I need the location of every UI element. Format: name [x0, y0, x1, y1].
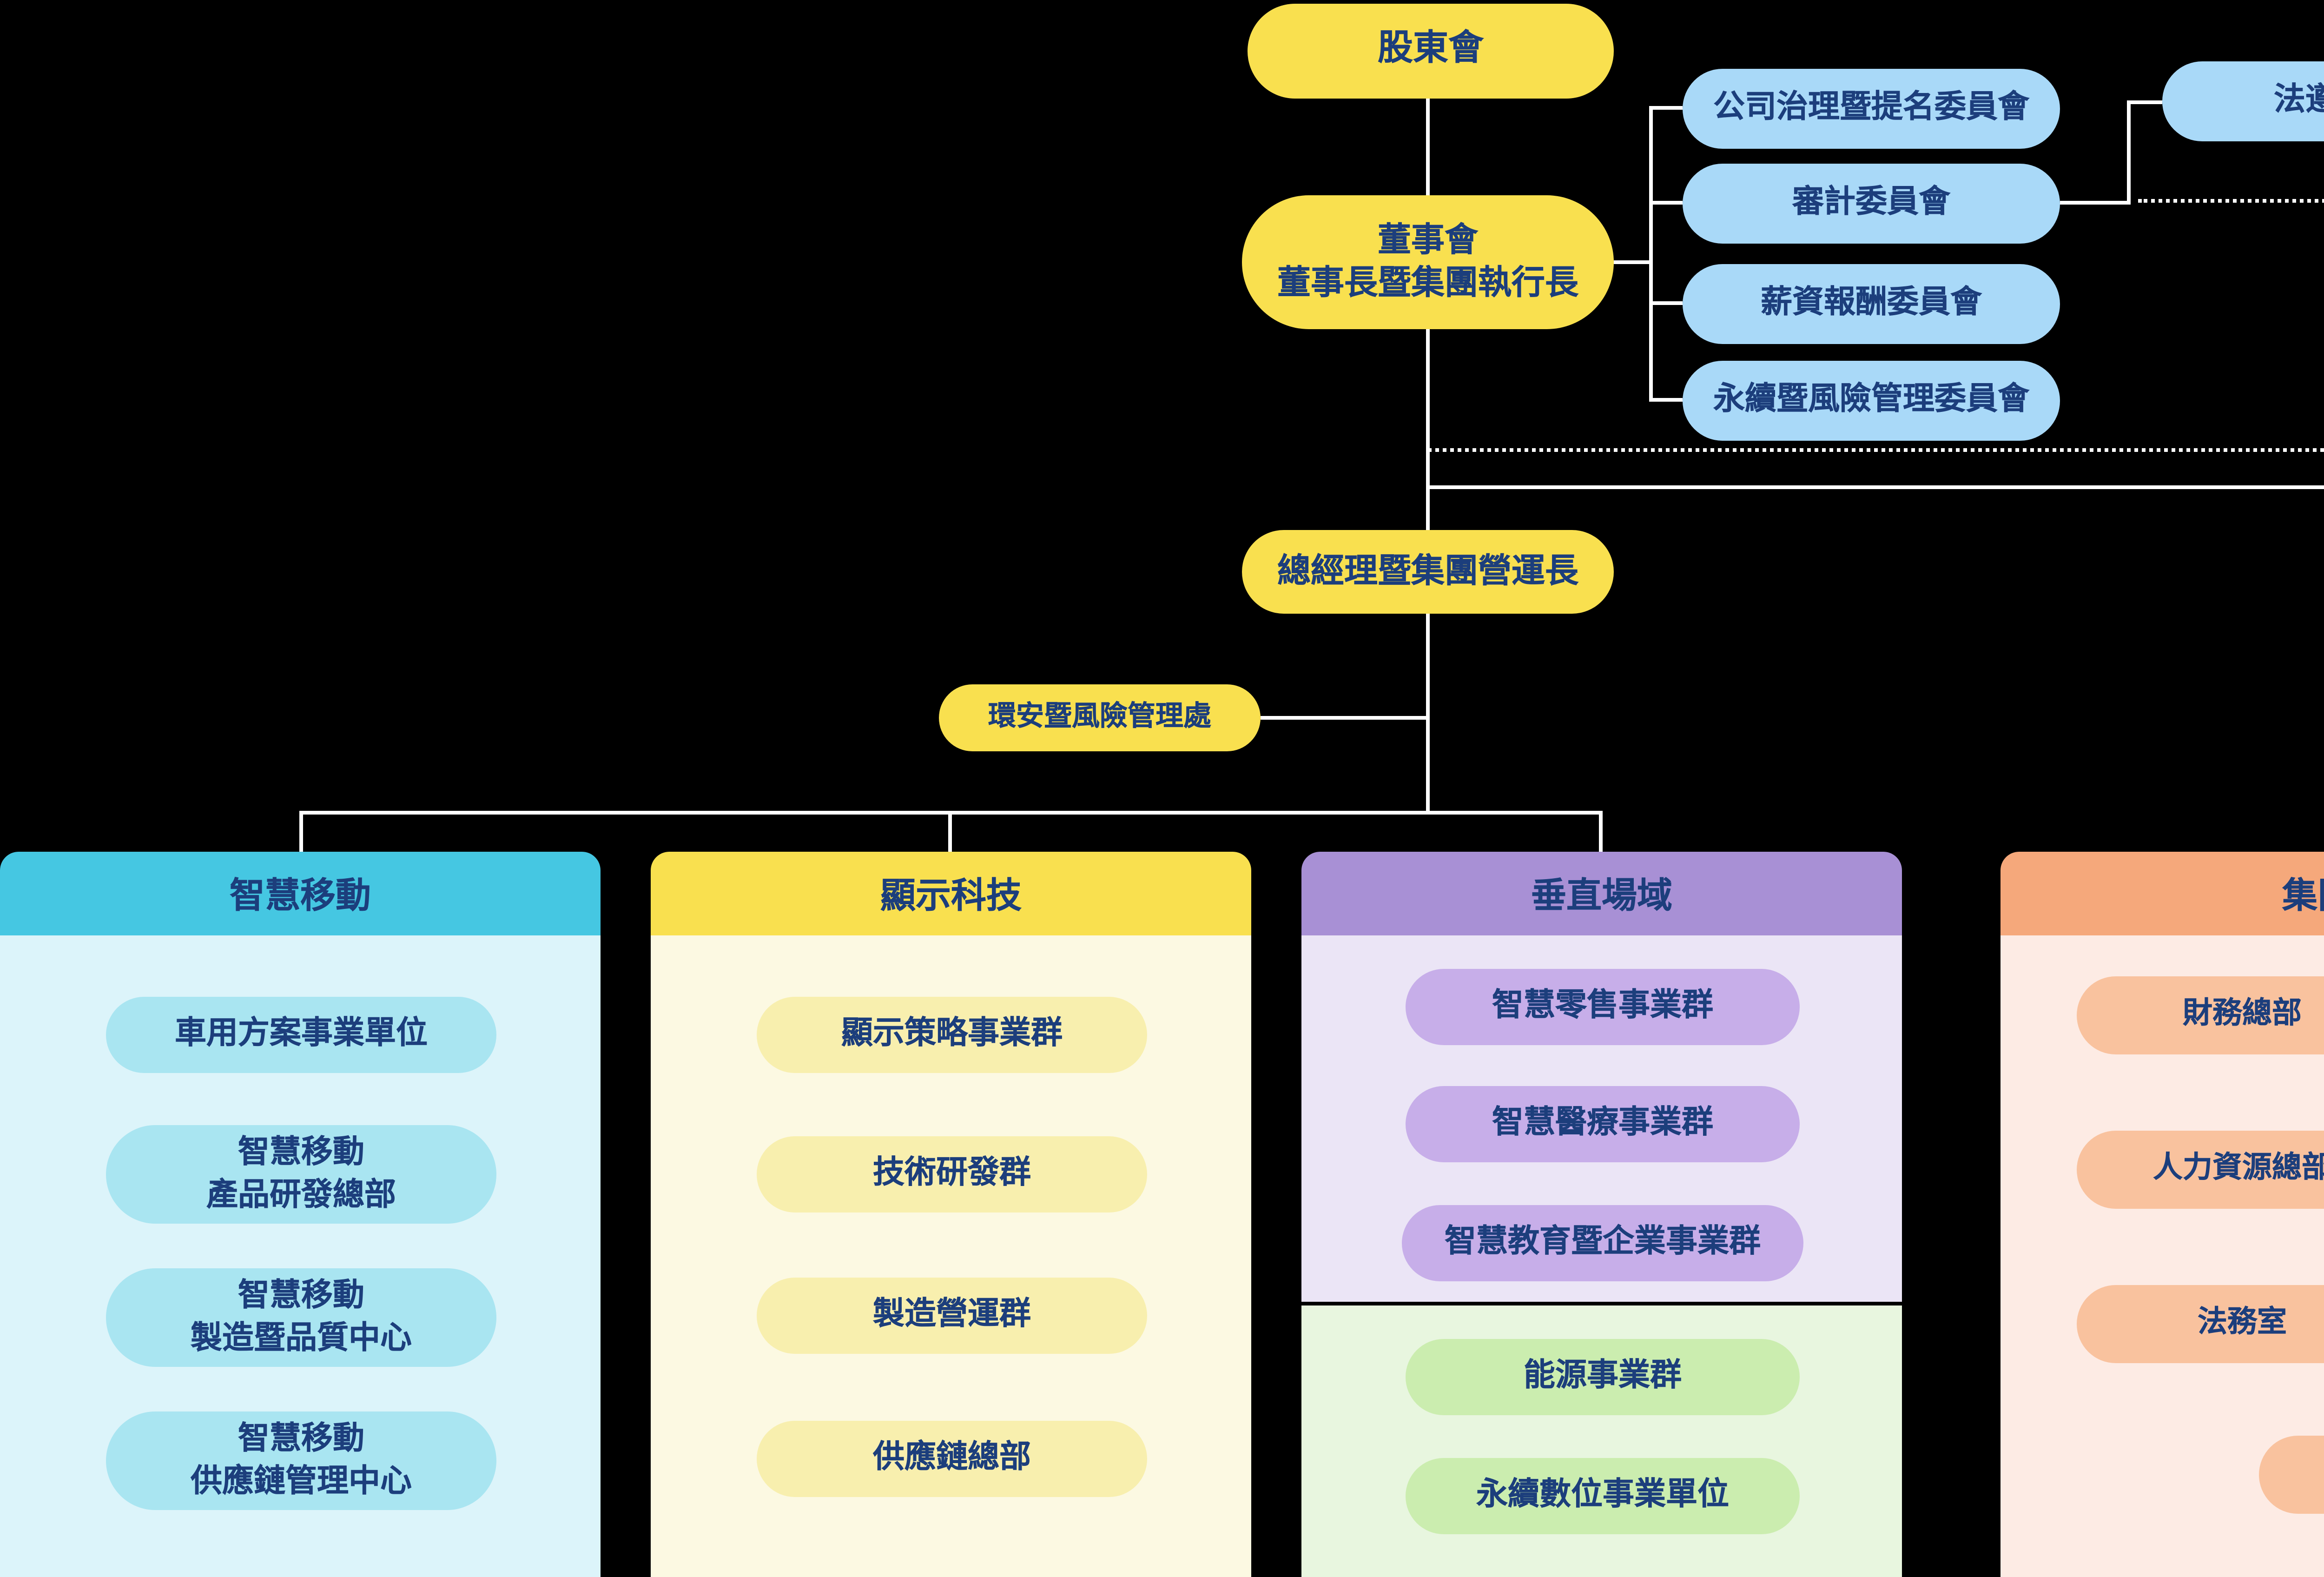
connector-drop-display: [948, 813, 952, 852]
connector-committee-spine: [1649, 106, 1653, 402]
connector-audit-elbow-v: [2127, 100, 2131, 205]
unit-smart-retail-bg: 智慧零售事業群: [1406, 969, 1800, 1045]
unit-manufacturing-operations-group: 製造營運群: [757, 1278, 1147, 1354]
connector-president-down: [1426, 614, 1430, 813]
unit-mobility-product-rd-line2: 產品研發總部: [206, 1176, 396, 1212]
unit-supply-chain-hq: 供應鏈總部: [757, 1421, 1147, 1497]
node-chief-compliance-counsel: 法遵總顧問: [2162, 61, 2324, 141]
unit-sustainable-digital-bu: 永續數位事業單位: [1406, 1458, 1800, 1534]
unit-audit-office: 稽核管理處: [2259, 1436, 2324, 1514]
unit-mobility-supply-chain-line1: 智慧移動: [238, 1421, 364, 1457]
unit-mobility-supply-chain: 智慧移動 供應鏈管理中心: [106, 1411, 496, 1510]
unit-mobility-supply-chain-line2: 供應鏈管理中心: [191, 1463, 412, 1498]
connector-drop-vertical: [1599, 813, 1603, 852]
connector-compliance-stub: [2129, 100, 2162, 104]
card-smart-mobility-title: 智慧移動: [0, 852, 601, 935]
connector-committee-stub-3: [1649, 301, 1683, 305]
node-ehs-risk-office: 環安暨風險管理處: [939, 684, 1261, 751]
unit-mobility-product-rd: 智慧移動 產品研發總部: [106, 1125, 496, 1224]
dotted-compliance-back: [1428, 448, 2324, 452]
node-board-line1: 董事會: [1378, 220, 1478, 258]
connector-board-president: [1426, 329, 1430, 530]
unit-mobility-manufacturing-quality-line1: 智慧移動: [238, 1278, 364, 1314]
unit-mobility-manufacturing-quality-line2: 製造暨品質中心: [191, 1319, 412, 1355]
node-shareholders-meeting: 股東會: [1248, 4, 1614, 99]
node-committee-sustainability-risk: 永續暨風險管理委員會: [1683, 361, 2060, 441]
connector-ehs: [1261, 716, 1428, 720]
card-group-support-title: 集團營運支援單位: [2000, 852, 2324, 935]
connector-drop-mobility: [299, 813, 303, 852]
card-vertical-domains-title: 垂直場域: [1301, 852, 1902, 935]
node-board-of-directors: 董事會 董事長暨集團執行長: [1242, 195, 1614, 329]
connector-committee-stub-1: [1649, 106, 1683, 110]
unit-technology-rd-group: 技術研發群: [757, 1136, 1147, 1213]
unit-finance-hq: 財務總部: [2077, 976, 2324, 1054]
dotted-audit-right-edge: [2138, 199, 2324, 203]
unit-legal-office: 法務室: [2077, 1285, 2324, 1363]
unit-smart-education-enterprise-bg: 智慧教育暨企業事業群: [1402, 1205, 1803, 1281]
unit-smart-medical-bg: 智慧醫療事業群: [1406, 1086, 1800, 1162]
unit-mobility-product-rd-line1: 智慧移動: [238, 1135, 364, 1171]
card-display-technology-title: 顯示科技: [651, 852, 1251, 935]
unit-human-resources-hq: 人力資源總部: [2077, 1131, 2324, 1209]
connector-committee-stub-4: [1649, 398, 1683, 402]
unit-energy-bg: 能源事業群: [1406, 1339, 1800, 1415]
connector-audit-elbow-h: [2060, 201, 2129, 205]
connector-committee-stub-2: [1649, 201, 1683, 205]
connector-branch-support-h: [1428, 485, 2324, 489]
connector-board-committees: [1614, 260, 1651, 264]
node-committee-governance-nomination: 公司治理暨提名委員會: [1683, 69, 2060, 149]
node-board-line2: 董事長暨集團執行長: [1277, 264, 1578, 301]
unit-display-strategy-bg: 顯示策略事業群: [757, 997, 1147, 1073]
node-president-coo: 總經理暨集團營運長: [1242, 530, 1614, 614]
unit-mobility-manufacturing-quality: 智慧移動 製造暨品質中心: [106, 1268, 496, 1367]
node-committee-compensation: 薪資報酬委員會: [1683, 264, 2060, 344]
node-committee-audit: 審計委員會: [1683, 164, 2060, 244]
unit-automotive-solutions: 車用方案事業單位: [106, 997, 496, 1073]
connector-shareholders-board: [1426, 99, 1430, 195]
